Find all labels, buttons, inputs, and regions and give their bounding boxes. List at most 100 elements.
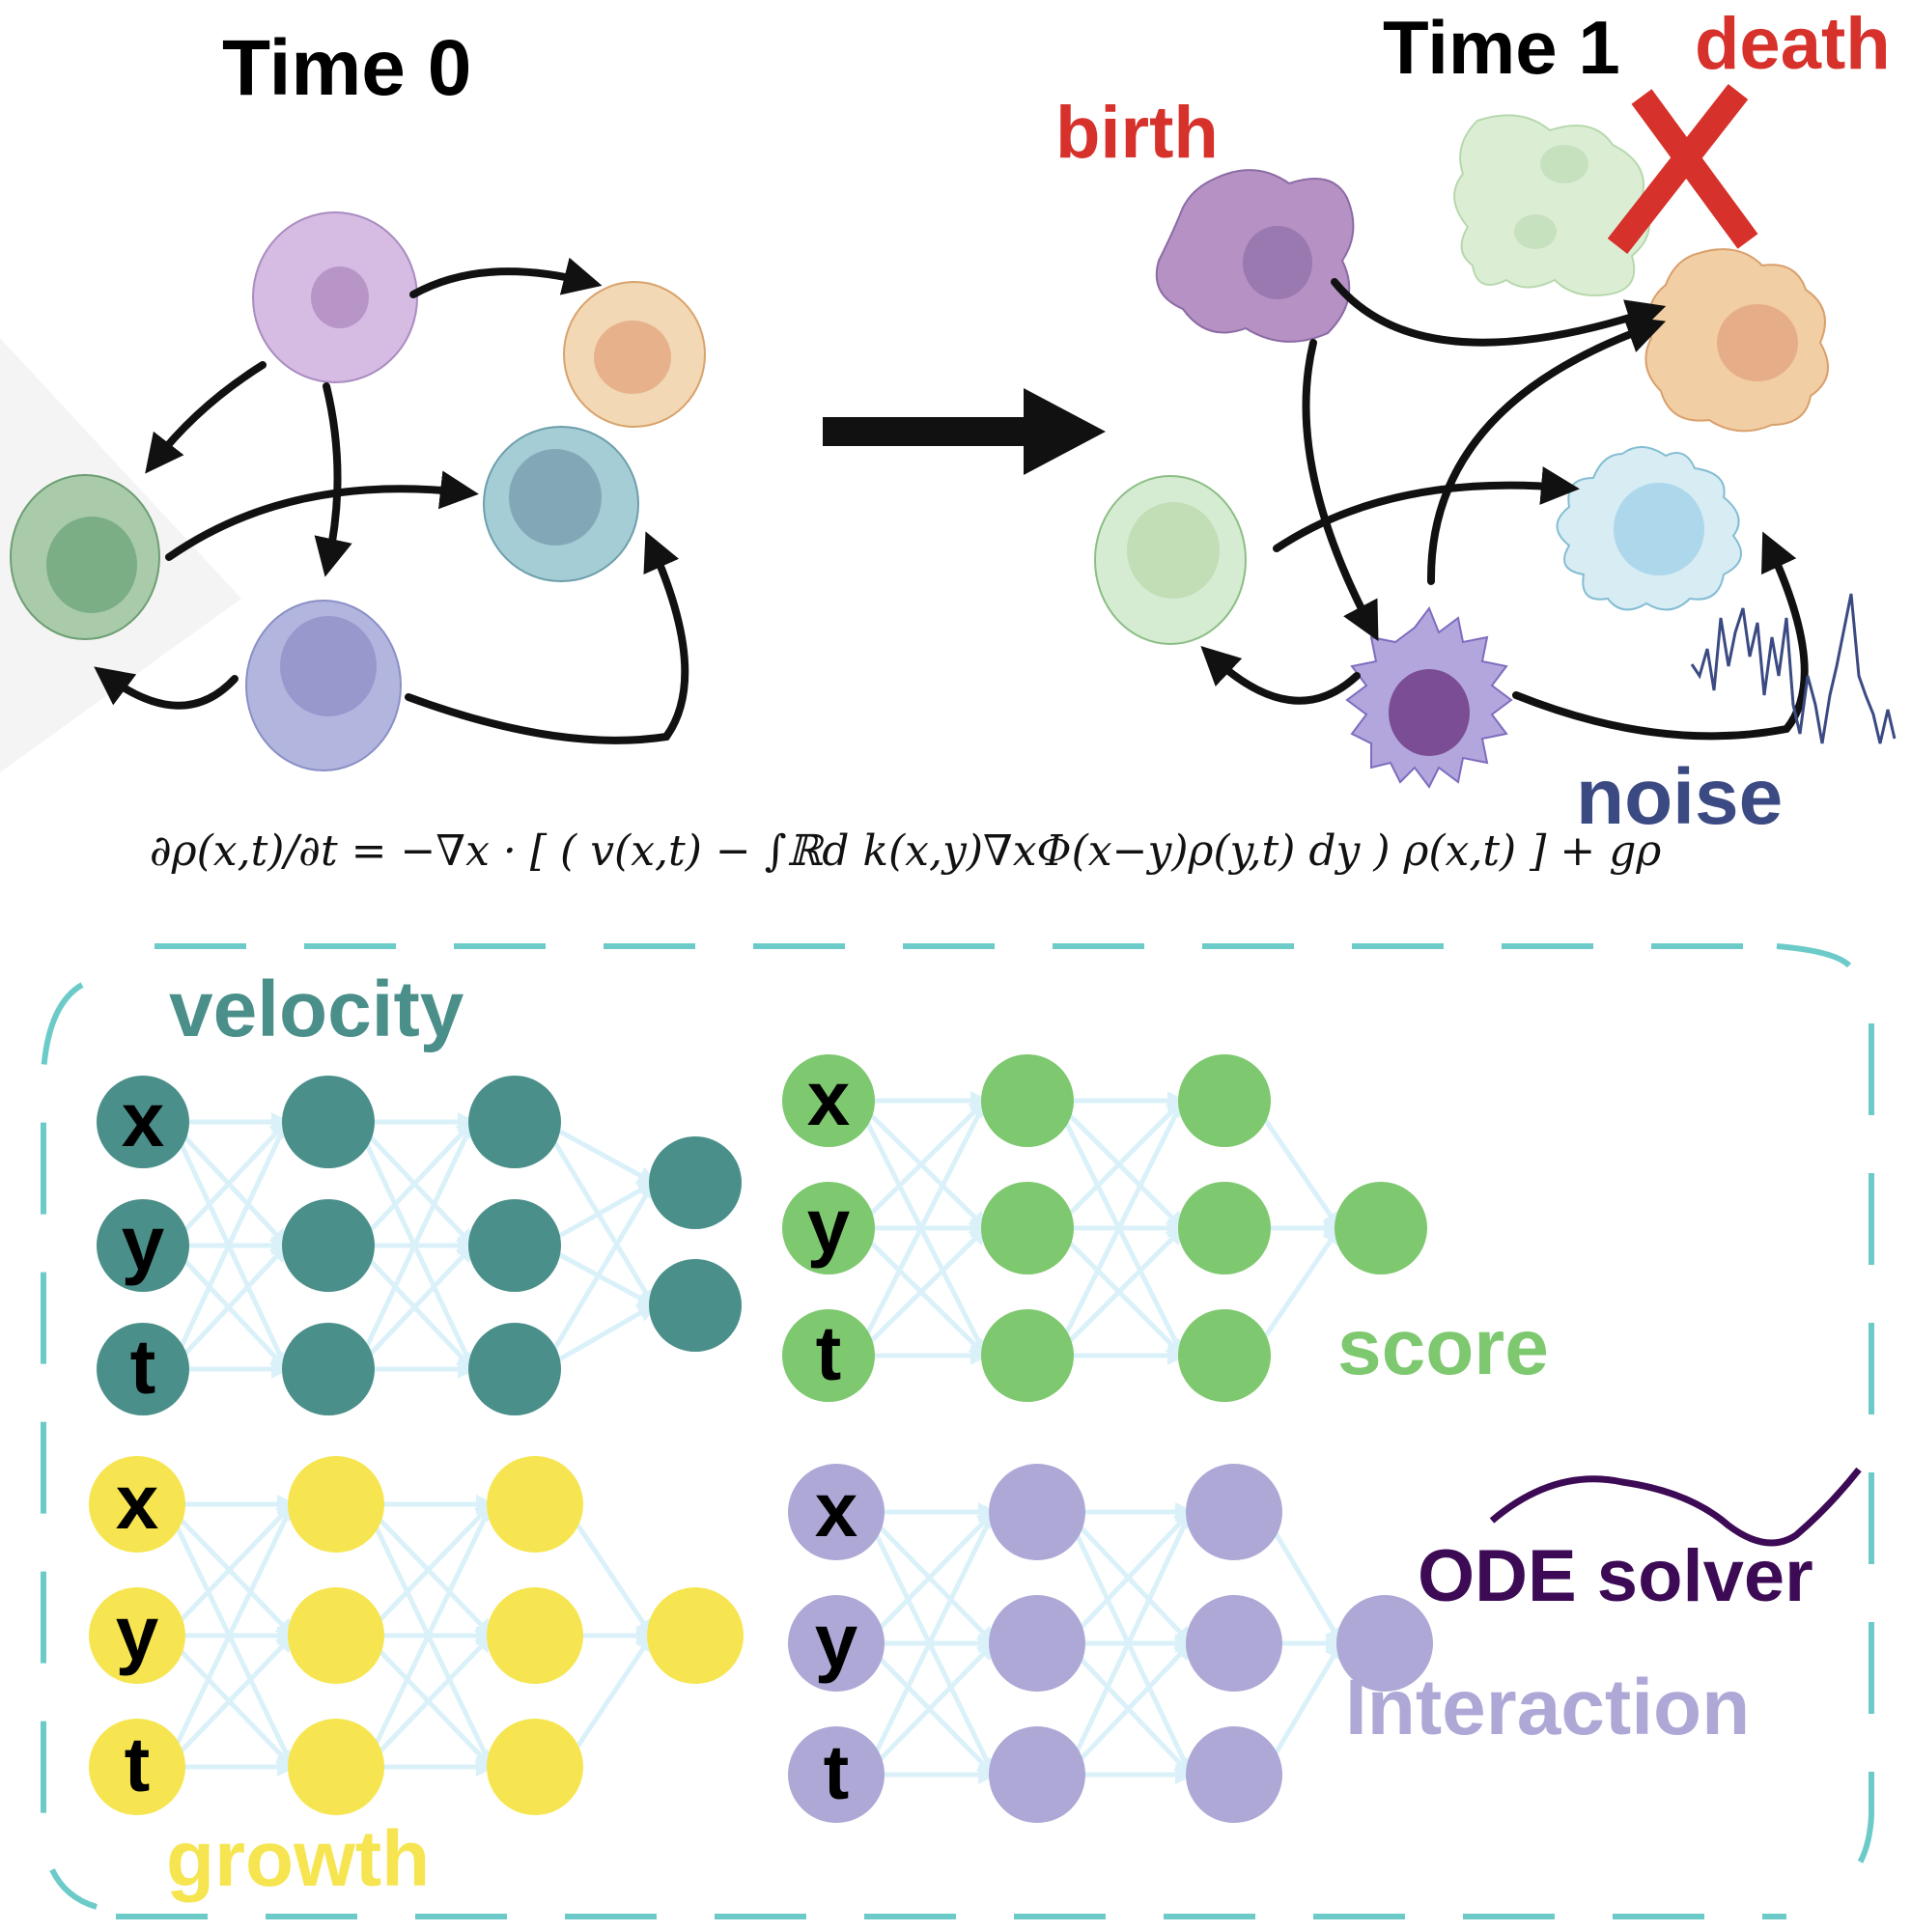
score-edge [1054,1225,1186,1358]
score-input-node [782,1309,875,1402]
interaction-input-t: t [823,1729,850,1815]
velocity-input-node [97,1076,189,1168]
cell-light-blue [1556,446,1742,611]
ode-curve-icon [1489,1467,1862,1547]
growth-node [487,1587,583,1684]
velocity-input-node [97,1323,189,1415]
interaction-node [989,1464,1085,1560]
score-input-t: t [815,1310,842,1396]
velocity-node [649,1259,742,1352]
growth-edge [561,1502,655,1639]
interaction-edge [1064,1509,1194,1645]
ode-solver-label: ODE solver [1418,1535,1813,1617]
velocity-node [649,1136,742,1229]
velocity-edge [541,1180,658,1248]
growth-edge [363,1633,494,1769]
score-edge [1054,1098,1186,1230]
death-label: death [1695,3,1891,85]
cell-purple-birth [1155,169,1355,343]
interaction-edge [863,1509,997,1645]
velocity-edge [353,1119,476,1247]
interaction-edge [1063,1508,1194,1777]
model-dashed-frame [41,943,1874,1919]
interaction-input-x: x [814,1467,858,1553]
cell-green-dying [1453,114,1650,296]
growth-network [89,1456,744,1815]
growth-input-y: y [115,1590,159,1676]
velocity-edge [353,1118,476,1371]
score-edge [854,1097,989,1358]
noise-label: noise [1576,753,1784,841]
growth-edge [561,1632,655,1769]
velocity-node [282,1076,375,1168]
time1-label: Time 1 [1383,5,1620,90]
velocity-node [282,1199,375,1292]
cell-teal-t0 [483,426,639,582]
velocity-input-node [97,1199,189,1292]
growth-edge [362,1500,494,1769]
interaction-edge [863,1640,997,1777]
interaction-node [1186,1464,1282,1560]
interaction-input-node [788,1464,885,1560]
growth-node [487,1719,583,1815]
governing-equation: ∂ρ(x,t)/∂t = −∇x · [ ( v(x,t) − ∫ℝd k(x,… [150,826,1662,876]
growth-edge [164,1501,295,1638]
score-node [1178,1054,1271,1147]
velocity-edge [540,1179,656,1371]
interaction-node [1336,1595,1433,1692]
growth-node [487,1456,583,1553]
velocity-edge [168,1119,290,1247]
interaction-node [989,1595,1085,1692]
interaction-node [989,1726,1085,1823]
interaction-edge [862,1508,997,1777]
time0-label: Time 0 [222,24,472,112]
noise-trace-icon [1690,593,1897,744]
time1-arrows [1200,278,1809,741]
growth-input-node [89,1456,185,1553]
cell-orange-t1 [1644,248,1829,433]
score-edge [1250,1099,1342,1232]
birth-label: birth [1055,92,1219,174]
cell-blue-t0 [245,600,402,771]
velocity-edge [168,1243,290,1371]
score-node [1178,1309,1271,1402]
velocity-node [468,1199,561,1292]
score-label: score [1337,1303,1549,1391]
cell-purple-spiky [1345,605,1513,789]
growth-edge [163,1500,295,1769]
score-node [981,1182,1074,1274]
interaction-input-y: y [814,1598,858,1684]
score-edge [855,1098,989,1230]
time1-cells [1094,114,1829,789]
growth-node [647,1587,744,1684]
velocity-network [97,1076,742,1415]
score-edge [855,1225,989,1358]
score-edge [1250,1224,1342,1358]
interaction-label: Interaction [1345,1664,1751,1751]
score-node [981,1309,1074,1402]
score-input-node [782,1054,875,1147]
velocity-input-x: x [121,1077,165,1162]
growth-input-x: x [115,1459,159,1545]
score-node [1335,1182,1427,1274]
velocity-input-y: y [121,1200,165,1286]
interaction-input-node [788,1726,885,1823]
cell-green-t0 [10,474,160,640]
score-node [981,1054,1074,1147]
time0-arrows [94,257,689,744]
score-network [782,1054,1427,1402]
velocity-edge [168,1118,290,1371]
cell-purple-t0 [252,211,418,383]
growth-input-t: t [124,1722,151,1807]
velocity-edge [541,1302,658,1372]
velocity-label: velocity [169,966,464,1053]
score-input-x: x [806,1055,851,1141]
growth-input-node [89,1719,185,1815]
interaction-edge [1064,1640,1194,1777]
cell-orange-t0 [563,281,706,428]
velocity-node [282,1323,375,1415]
growth-edge [363,1501,494,1638]
interaction-input-node [788,1595,885,1692]
time0-cells [10,211,706,771]
cell-green-t1 [1094,475,1247,645]
